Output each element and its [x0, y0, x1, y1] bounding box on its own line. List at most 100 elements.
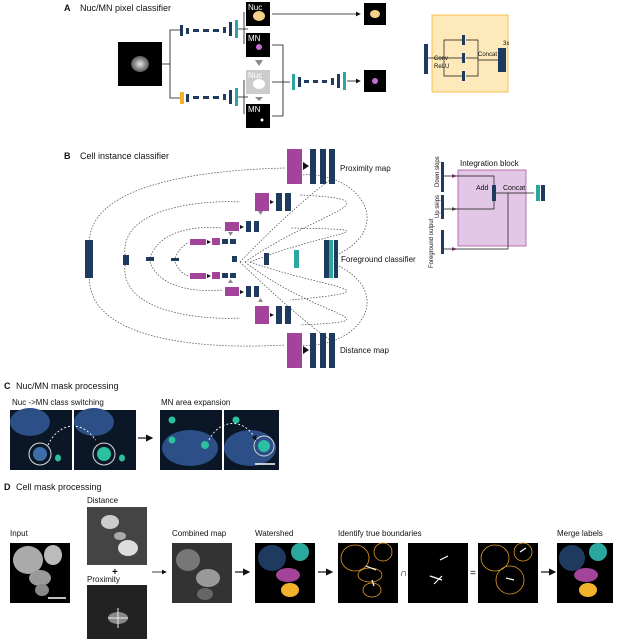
- plus-sign: +: [112, 567, 118, 578]
- conv-bar-3: [462, 71, 465, 81]
- fg-bar-3: [334, 240, 338, 278]
- unet-upper: [180, 20, 238, 38]
- proximity-tri: [303, 162, 309, 170]
- arrow-tri-2: [255, 97, 263, 101]
- merge-lines: [272, 44, 290, 117]
- combined-map-label: Combined map: [172, 529, 227, 538]
- down-skips-label: Down skips: [435, 156, 441, 187]
- mn-blob-2: [260, 118, 264, 122]
- proximity-image: [87, 585, 147, 639]
- panel-b-title: Cell instance classifier: [80, 151, 169, 161]
- concat-output-bar: [498, 48, 506, 72]
- distance-tri: [303, 346, 309, 354]
- encoder-bar-1: [85, 240, 93, 278]
- up-skips-bar: [441, 195, 444, 219]
- integration-levels-upper: [190, 193, 291, 245]
- panel-a-title: Nuc/MN pixel classifier: [80, 3, 171, 13]
- proximity-bar-3: [329, 149, 335, 184]
- mn-label-1: MN: [248, 34, 261, 43]
- integration-block-label: Integration block: [460, 159, 520, 168]
- unet-output-lines: [238, 12, 248, 114]
- fg-bar-1: [324, 240, 329, 278]
- fg-output-label: Foreground output: [429, 218, 435, 268]
- add-bar: [492, 185, 496, 201]
- proximity-magenta-block: [287, 149, 302, 184]
- encoder-bar-2: [123, 255, 129, 265]
- up-skips-label: Up skips: [435, 195, 441, 218]
- arrow-tri-1: [255, 60, 263, 66]
- integration-lines: [444, 175, 534, 250]
- input-cells-image: [10, 543, 70, 603]
- proximity-label-d: Proximity: [87, 575, 120, 584]
- encoder-bar-3: [146, 257, 154, 261]
- nuc-label-2: Nuc: [248, 71, 262, 80]
- final-nuc-blob: [370, 10, 380, 18]
- distance-bar-2: [320, 333, 326, 368]
- foreground-classifier-label: Foreground classifier: [341, 255, 416, 264]
- proximity-map-label: Proximity map: [340, 164, 391, 173]
- watershed-label: Watershed: [255, 529, 293, 538]
- mn-output-2: [246, 104, 270, 128]
- integration-block-bg: [457, 169, 527, 247]
- final-mn-blob: [372, 78, 378, 84]
- true-boundary-lines: [429, 555, 449, 585]
- switching-images: [10, 408, 136, 470]
- conv-block-bg: [431, 14, 509, 93]
- add-label: Add: [476, 185, 489, 192]
- input-label: Input: [10, 529, 29, 538]
- identify-boundaries-label: Identify true boundaries: [338, 529, 422, 538]
- merge-labels-label: Merge labels: [557, 529, 603, 538]
- concat-out-bar-1: [536, 185, 540, 201]
- repeat-label: 3x: [503, 41, 509, 47]
- input-branch-lines: [162, 29, 180, 99]
- distance-label-d: Distance: [87, 496, 119, 505]
- conv-bar-1: [462, 35, 465, 45]
- decoder-bar-1: [232, 256, 237, 262]
- unet-second: [292, 72, 346, 90]
- conv-input-bar: [424, 44, 428, 74]
- panel-c-title: Nuc/MN mask processing: [16, 381, 119, 391]
- proximity-bar-2: [320, 149, 326, 184]
- conv-label: Conv: [434, 56, 448, 62]
- intersect-symbol: ∩: [400, 568, 407, 579]
- integration-levels-lower: [190, 272, 291, 324]
- decoder-bar-3: [294, 250, 299, 268]
- watershed-image: [255, 543, 315, 603]
- nuc-blob-1: [253, 11, 265, 21]
- proximity-bar-1: [310, 149, 316, 184]
- conv-block-lines: [428, 39, 498, 77]
- concat-out-bar-2: [541, 185, 545, 201]
- concat-label-b: Concat: [503, 185, 525, 192]
- panel-c-letter: C: [4, 381, 11, 391]
- nuc-blob-2: [253, 79, 265, 89]
- true-boundaries-image: [408, 543, 468, 603]
- equals-symbol: =: [470, 568, 476, 579]
- filtered-boundaries-image: [478, 542, 538, 603]
- decoder-bar-2: [264, 253, 269, 265]
- encoder-bar-4: [171, 258, 179, 261]
- skip-connection-arcs: [89, 167, 368, 347]
- unet-lower: [180, 88, 238, 106]
- nuc-label-1: Nuc: [248, 3, 262, 12]
- distance-magenta-block: [287, 333, 302, 368]
- fg-bar-2: [329, 240, 333, 278]
- boundaries-image: [338, 542, 398, 603]
- distance-image: [87, 507, 147, 565]
- fg-output-bar: [441, 230, 444, 254]
- panel-d-title: Cell mask processing: [16, 482, 102, 492]
- mn-label-2: MN: [248, 105, 261, 114]
- down-skips-bar: [441, 162, 444, 192]
- conv-bar-2: [462, 53, 465, 63]
- concat-label-a: Concat: [478, 52, 497, 58]
- input-nucleus: [131, 56, 149, 72]
- area-expansion-label: MN area expansion: [161, 398, 230, 407]
- panel-a-letter: A: [64, 3, 71, 13]
- distance-map-label: Distance map: [340, 346, 389, 355]
- merged-image: [557, 543, 613, 603]
- mn-blob-1: [256, 44, 262, 50]
- distance-bar-1: [310, 333, 316, 368]
- expansion-images: [160, 410, 279, 470]
- relu-label: ReLU: [434, 64, 449, 70]
- distance-bar-3: [329, 333, 335, 368]
